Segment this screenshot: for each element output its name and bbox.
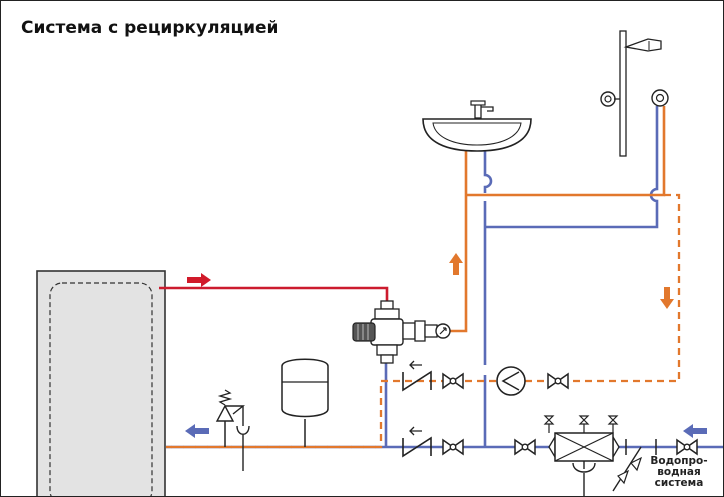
- water-supply-label-line: Водопро-: [650, 455, 708, 467]
- ball-valve-icon: [442, 439, 464, 455]
- water-supply-label: Водопро- водная система: [637, 456, 721, 489]
- thermometer-icon: [435, 323, 451, 339]
- water-supply-label-line: система: [654, 477, 704, 489]
- air-vent-valve-icon: [608, 415, 618, 434]
- recirculation-pipe: [166, 193, 681, 449]
- thermostatic-mixing-valve-icon: [352, 300, 438, 364]
- water-heater-tank: [36, 270, 166, 496]
- flow-direction-arrow: [409, 360, 422, 436]
- ball-valve-icon: [547, 373, 569, 389]
- hot-water-pipe: [159, 286, 389, 301]
- drain-funnel-icon: [236, 425, 250, 471]
- ball-valve-icon: [442, 373, 464, 389]
- ball-valve-icon: [514, 439, 536, 455]
- air-vent-valve-icon: [579, 415, 589, 434]
- air-vent-valve-icon: [544, 415, 554, 434]
- safety-valve-icon: [215, 389, 245, 447]
- filter-icon: [548, 432, 620, 496]
- flow-arrow-icon: [185, 253, 707, 438]
- ball-valve-icon: [676, 439, 698, 455]
- diagram-title: Система с рециркуляцией: [21, 18, 279, 38]
- expansion-vessel-icon: [281, 358, 329, 447]
- pressure-reducer-icon: [612, 439, 657, 492]
- water-supply-label-line: водная: [657, 466, 701, 478]
- circulation-pump-icon: [496, 366, 526, 396]
- washbasin-icon: [422, 100, 532, 152]
- cold-water-pipes: [166, 106, 723, 449]
- shower-icon: [600, 30, 669, 157]
